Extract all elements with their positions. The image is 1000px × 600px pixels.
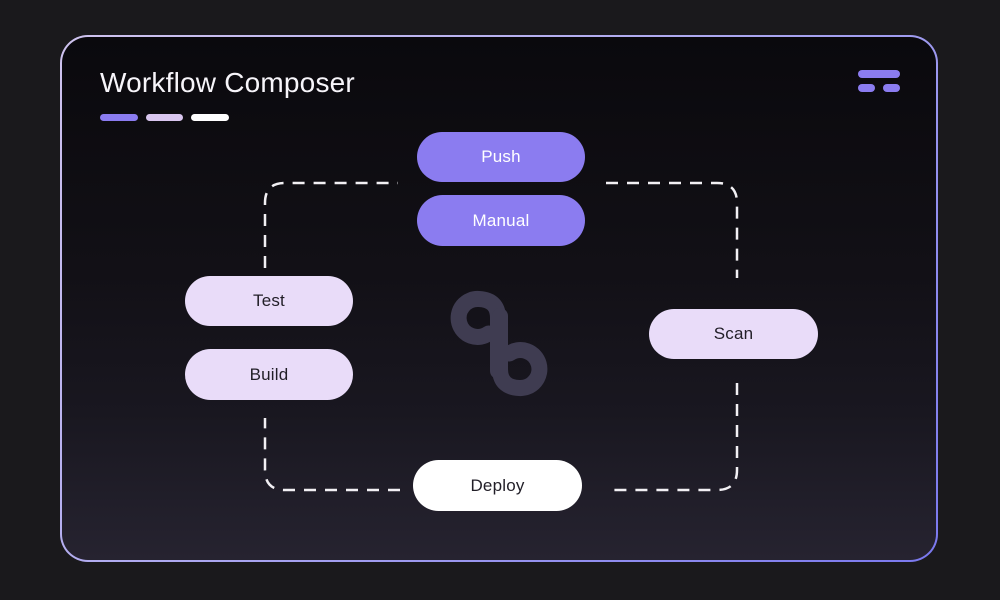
node-deploy[interactable]: Deploy — [413, 460, 582, 511]
dashed-path-bottom-right — [610, 383, 739, 492]
node-test[interactable]: Test — [185, 276, 353, 326]
accent-bar-purple — [100, 114, 138, 121]
workflow-diagram-canvas — [263, 181, 739, 492]
menu-bar-long — [858, 70, 900, 78]
card-inner: Workflow Composer — [62, 37, 936, 560]
workflow-composer-card: Workflow Composer — [60, 35, 938, 562]
interlocked-loops-logo-icon — [450, 290, 548, 397]
accent-bar-white — [191, 114, 229, 121]
dashed-path-top-left — [263, 181, 398, 268]
accent-bar-lavender — [146, 114, 183, 121]
dashed-path-bottom-left — [263, 418, 400, 492]
menu-bars-short — [858, 84, 900, 92]
dashed-path-top-right — [606, 181, 739, 278]
menu-bar-short-right — [883, 84, 900, 92]
node-push[interactable]: Push — [417, 132, 585, 182]
title-accent-bars — [100, 114, 229, 121]
menu-bar-short-left — [858, 84, 875, 92]
menu-dashes-icon[interactable] — [858, 70, 900, 92]
page-title: Workflow Composer — [100, 67, 355, 98]
node-manual[interactable]: Manual — [417, 195, 585, 246]
node-build[interactable]: Build — [185, 349, 353, 400]
node-scan[interactable]: Scan — [649, 309, 818, 359]
